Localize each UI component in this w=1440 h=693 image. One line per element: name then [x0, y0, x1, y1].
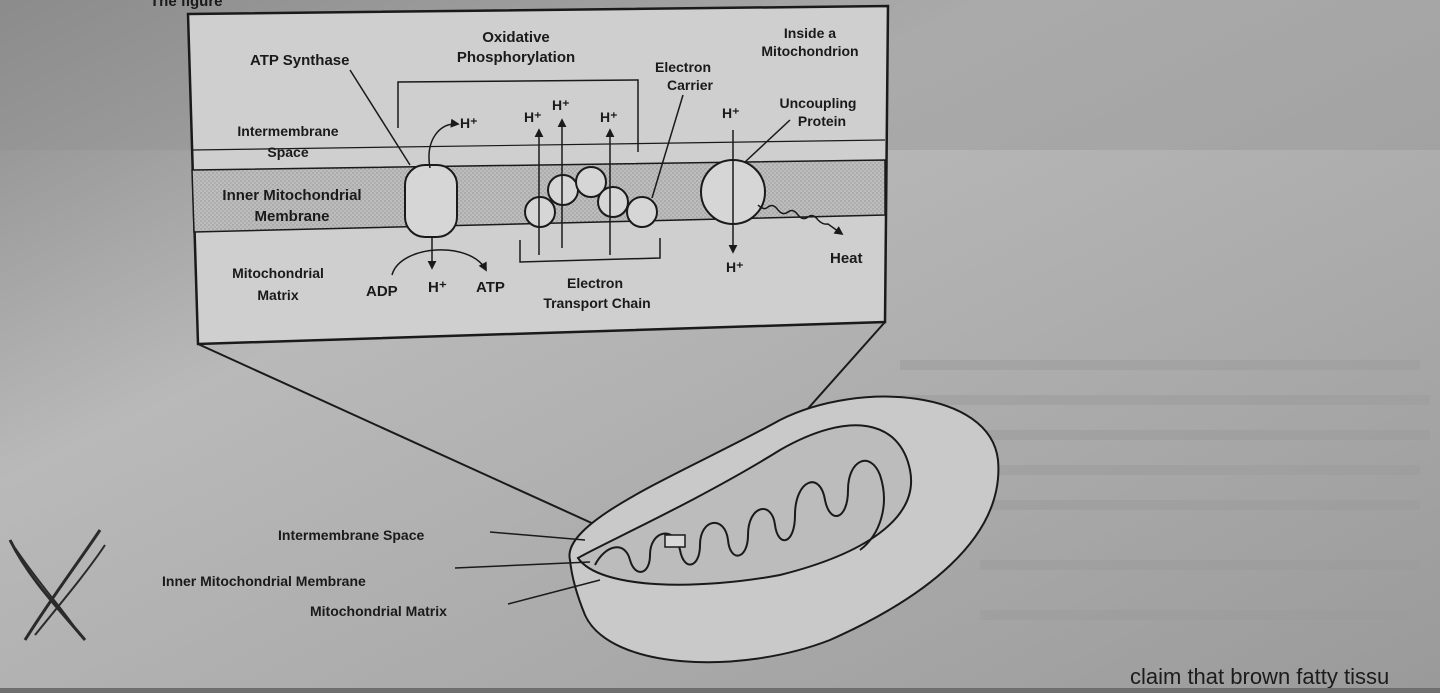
label-matrix-1: Mitochondrial	[232, 265, 324, 281]
electron-carrier-shape	[626, 196, 658, 228]
atp-synthase-pointer	[349, 69, 411, 166]
label-intermembrane-1: Intermembrane	[237, 123, 338, 139]
label-h-uncoupling-top: H⁺	[722, 105, 740, 121]
label-uncoupling-2: Protein	[798, 113, 846, 129]
label-h-etc-2: H⁺	[552, 97, 570, 113]
label-adp: ADP	[366, 283, 398, 300]
top-caption: The figure	[150, 0, 223, 10]
etc-proteins	[524, 166, 658, 228]
mito-label-intermembrane: Intermembrane Space	[278, 527, 424, 543]
label-h-uncoupling-bottom: H⁺	[726, 259, 744, 275]
label-oxphos-2: Phosphorylation	[457, 49, 575, 66]
background-text-lines	[900, 360, 1430, 620]
label-atp: ATP	[476, 279, 505, 296]
label-electron-carrier-2: Carrier	[667, 77, 713, 93]
electron-carrier-pointer	[651, 94, 684, 199]
label-heat: Heat	[830, 250, 863, 267]
label-inner-membrane-1: Inner Mitochondrial	[222, 187, 361, 204]
label-oxphos-1: Oxidative	[482, 29, 550, 46]
label-h-etc-1: H⁺	[524, 109, 542, 125]
page-text-bottom-right: claim that brown fatty tissu	[1130, 664, 1389, 688]
label-h-synthase: H⁺	[460, 115, 478, 131]
handwritten-x-mark	[8, 529, 106, 641]
label-electron-carrier-1: Electron	[655, 59, 711, 75]
label-intermembrane-2: Space	[267, 144, 308, 160]
atp-synthase-shape	[404, 164, 458, 238]
label-inner-membrane-2: Membrane	[254, 208, 329, 225]
label-inside-mito-2: Mitochondrion	[761, 43, 858, 59]
label-h-etc-3: H⁺	[600, 109, 618, 125]
label-uncoupling-1: Uncoupling	[780, 95, 857, 111]
mito-label-inner-membrane: Inner Mitochondrial Membrane	[162, 573, 366, 589]
uncoupling-pointer	[744, 119, 791, 163]
cristae-folds	[594, 459, 885, 573]
heat-squiggle	[757, 204, 844, 236]
mitochondrion-drawing	[568, 395, 1000, 664]
label-atp-synthase: ATP Synthase	[250, 52, 349, 69]
label-etc-2: Transport Chain	[543, 295, 650, 311]
mito-label-matrix: Mitochondrial Matrix	[310, 603, 447, 619]
etc-bracket	[519, 238, 661, 263]
label-h-matrix-synthase: H⁺	[428, 279, 447, 296]
label-etc-1: Electron	[567, 275, 623, 291]
label-inside-mito-1: Inside a	[784, 25, 836, 41]
zoom-line-left	[197, 343, 641, 546]
oxphos-bracket	[397, 79, 639, 152]
label-matrix-2: Matrix	[257, 287, 298, 303]
